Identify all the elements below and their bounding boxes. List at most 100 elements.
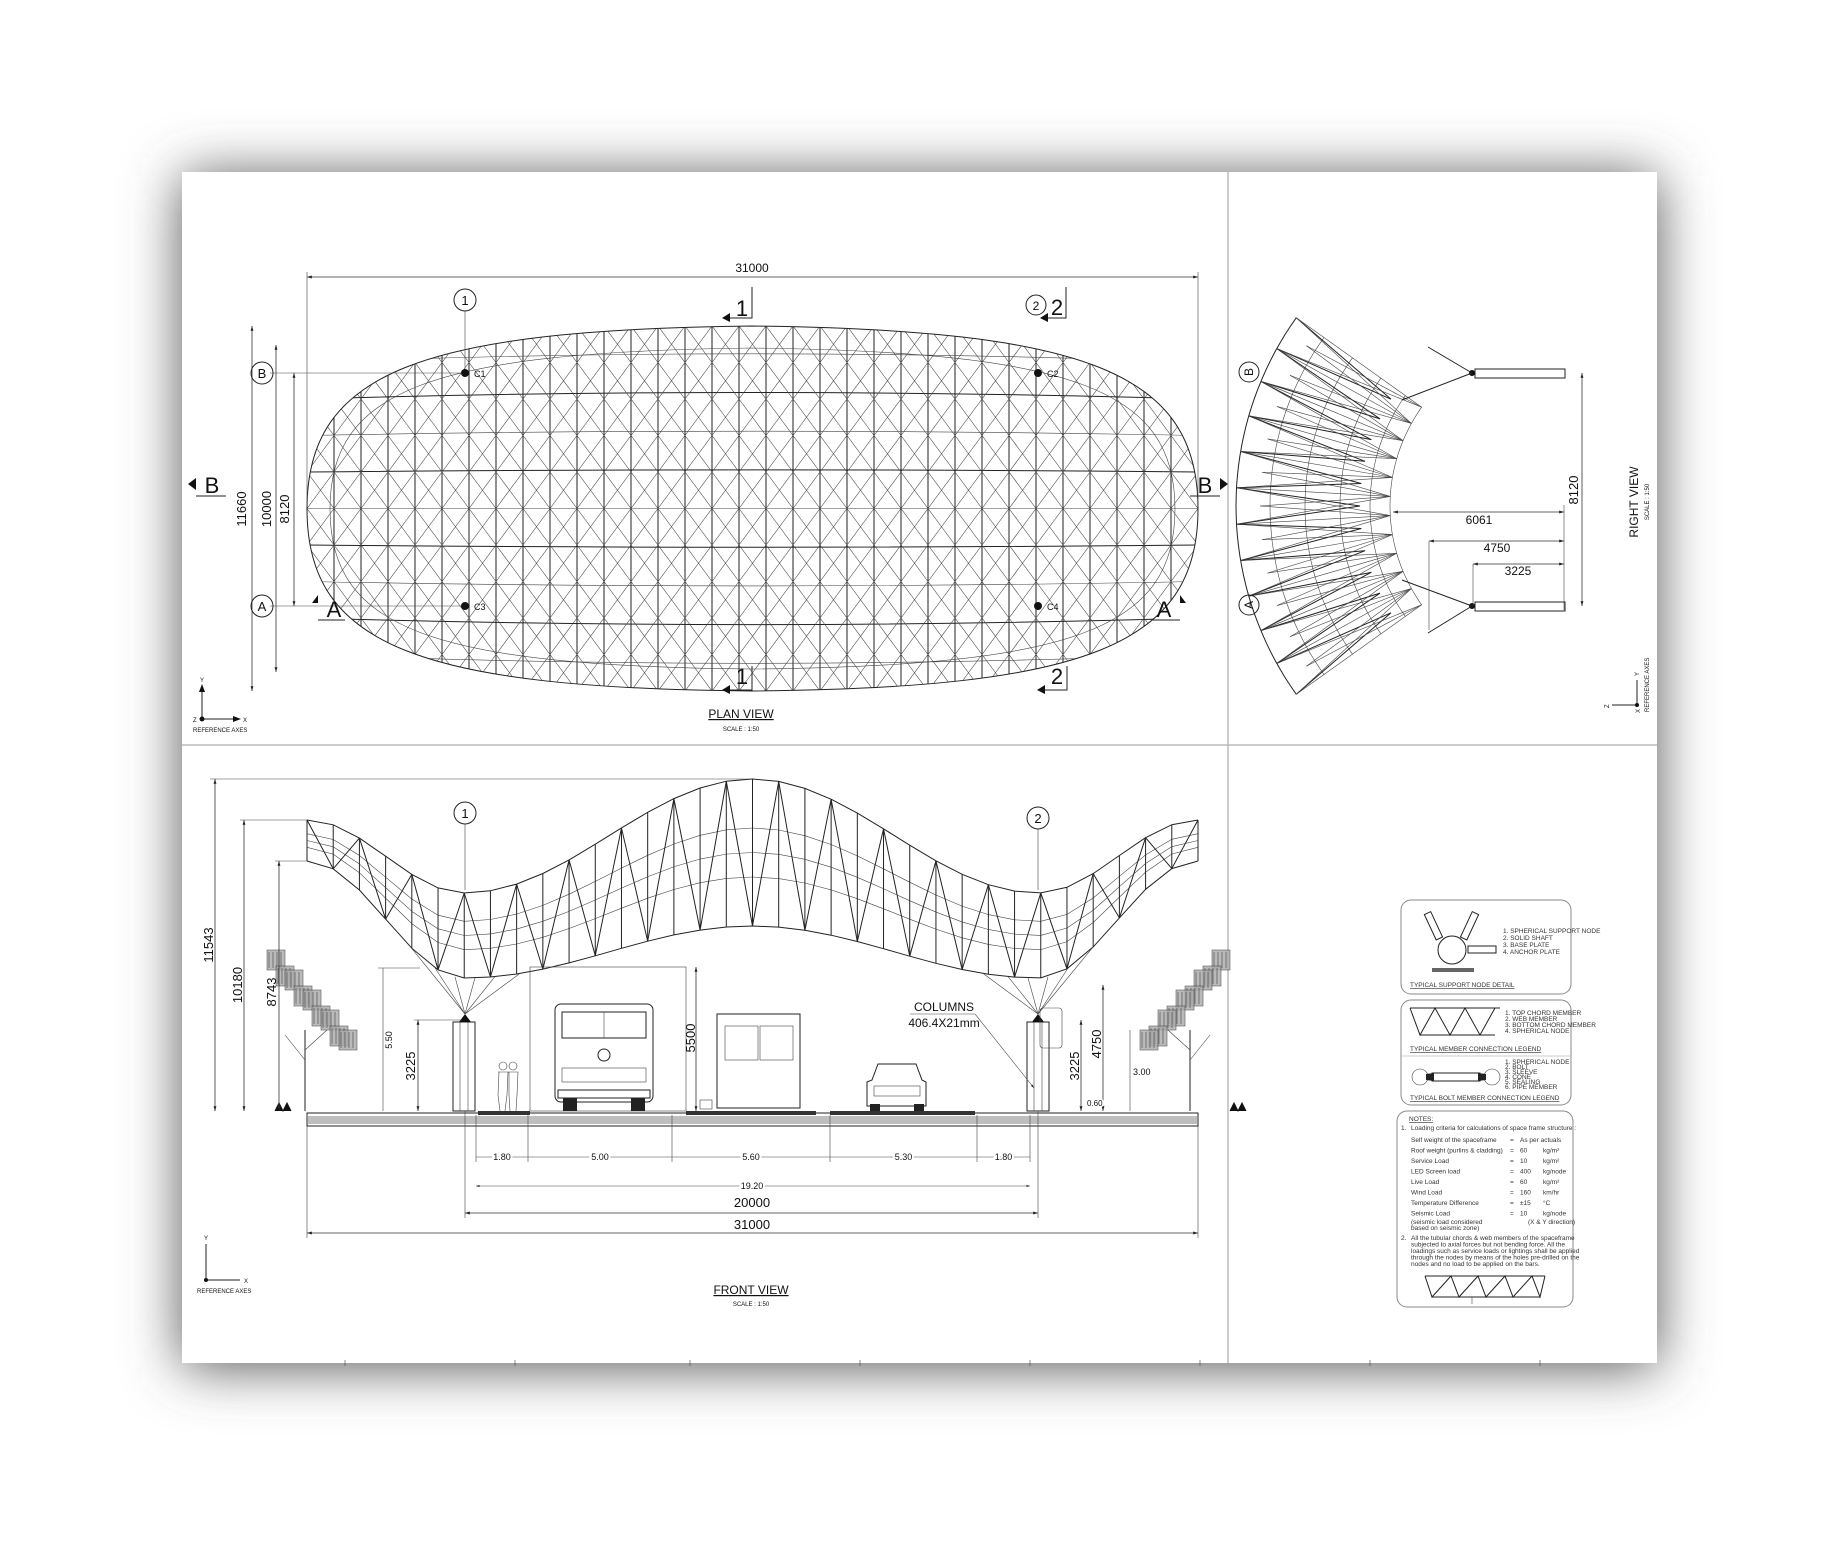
right-dim-6061: 6061 [1466, 513, 1493, 527]
plan-diagonal [833, 581, 848, 600]
plan-diagonal [657, 326, 672, 345]
plan-diagonal [401, 380, 416, 400]
section-mark-B-left: B [188, 473, 226, 498]
plan-diagonal [536, 636, 551, 655]
plan-diagonal [495, 453, 510, 473]
plan-diagonal [414, 398, 429, 418]
plan-diagonal [954, 398, 969, 418]
plan-diagonal [414, 636, 429, 655]
front-web [830, 799, 858, 942]
front-dim-8743: 8743 [264, 978, 279, 1007]
plan-diagonal [819, 617, 834, 637]
plan-diagonal [482, 617, 497, 637]
load-label: Wind Load [1411, 1190, 1442, 1197]
plan-diagonal [900, 581, 915, 600]
right-web [1306, 588, 1412, 667]
plan-diagonal [1035, 362, 1050, 381]
plan-diagonal [387, 453, 402, 473]
plan-diagonal [1143, 435, 1158, 454]
plan-diagonal [576, 526, 591, 546]
plan-diagonal [576, 508, 591, 527]
plan-diagonal [846, 526, 861, 546]
plan-diagonal [603, 380, 618, 400]
plan-diagonal [1089, 471, 1104, 491]
right-web [1267, 438, 1393, 478]
legend-item: 4. SPHERICAL NODE [1505, 1028, 1570, 1035]
right-web [1260, 553, 1397, 631]
plan-diagonal [374, 435, 389, 454]
plan-diagonal [860, 526, 875, 546]
plan-diagonal [509, 380, 524, 400]
plan-diagonal [1022, 654, 1037, 673]
plan-diagonal [846, 362, 861, 381]
plan-diagonal [1089, 617, 1104, 637]
plan-diagonal [1035, 526, 1050, 546]
load-unit: kg/node [1543, 1169, 1567, 1176]
plan-diagonal [630, 453, 645, 473]
plan-diagonal [630, 435, 645, 454]
plan-diagonal [752, 581, 767, 600]
plan-diagonal [509, 435, 524, 454]
plan-diagonal [333, 526, 348, 546]
right-web [1240, 450, 1362, 484]
plan-diagonal [644, 362, 659, 381]
plan-diagonal [792, 636, 807, 655]
right-web [1276, 592, 1381, 664]
right-web [1259, 505, 1391, 516]
right-web [1306, 604, 1422, 667]
plan-diagonal [927, 344, 942, 363]
plan-diagonal [1103, 544, 1118, 564]
right-grid-bubble-A [1238, 594, 1260, 616]
plan-diagonal [360, 563, 375, 582]
right-web [1240, 550, 1366, 562]
plan-diagonal [846, 636, 861, 655]
plan-diagonal [590, 490, 605, 509]
right-web [1248, 571, 1404, 597]
right-web [1296, 317, 1412, 424]
plan-diagonal [860, 362, 875, 381]
plan-diagonal [1076, 471, 1091, 491]
member-connection-detail: TYPICAL MEMBER CONNECTION LEGEND 1. TOP … [1400, 999, 1596, 1106]
load-eq: = [1510, 1137, 1514, 1144]
plan-diagonal [576, 398, 591, 418]
dim-31000: 31000 [735, 261, 769, 275]
plan-diagonal [833, 362, 848, 381]
plan-diagonal [981, 362, 996, 381]
plan-diagonal [1076, 544, 1091, 564]
plan-diagonal [752, 344, 767, 363]
plan-diagonal [806, 526, 821, 546]
plan-diagonal [522, 417, 537, 436]
load-eq: = [1510, 1169, 1514, 1176]
plan-diagonal [1089, 508, 1104, 527]
plan-diagonal [482, 508, 497, 527]
people-illustration [497, 1061, 519, 1112]
plan-diagonal [981, 435, 996, 454]
plan-diagonal [833, 672, 848, 691]
plan-diagonal [752, 599, 767, 619]
plan-diagonal [981, 398, 996, 418]
columns-callout-size: 406.4X21mm [908, 1016, 979, 1030]
plan-diagonal [1076, 581, 1091, 600]
plan-diagonal [374, 453, 389, 473]
plan-diagonal [387, 380, 402, 400]
plan-diagonal [711, 617, 726, 637]
right-web [1236, 496, 1391, 525]
tree-foliage [338, 1029, 358, 1051]
right-web [1259, 496, 1391, 507]
front-web [647, 798, 675, 942]
plan-diagonal [1143, 417, 1158, 436]
plan-diagonal [806, 490, 821, 509]
axis-label-z: Z [1605, 704, 1611, 708]
plan-diagonal [833, 398, 848, 418]
plan-diagonal [1076, 362, 1091, 381]
plan-diagonal [752, 544, 767, 564]
plan-diagonal [765, 417, 780, 436]
notes-number-1: 1. [1401, 1125, 1407, 1132]
load-unit: °C [1543, 1199, 1551, 1207]
plan-diagonal [806, 417, 821, 436]
plan-diagonal [806, 398, 821, 418]
front-web [987, 884, 1016, 978]
support-node-detail: TYPICAL SUPPORT NODE DETAIL 1. SPHERICAL… [1400, 899, 1601, 995]
plan-diagonal [954, 417, 969, 436]
load-label: Live Load [1411, 1179, 1440, 1186]
